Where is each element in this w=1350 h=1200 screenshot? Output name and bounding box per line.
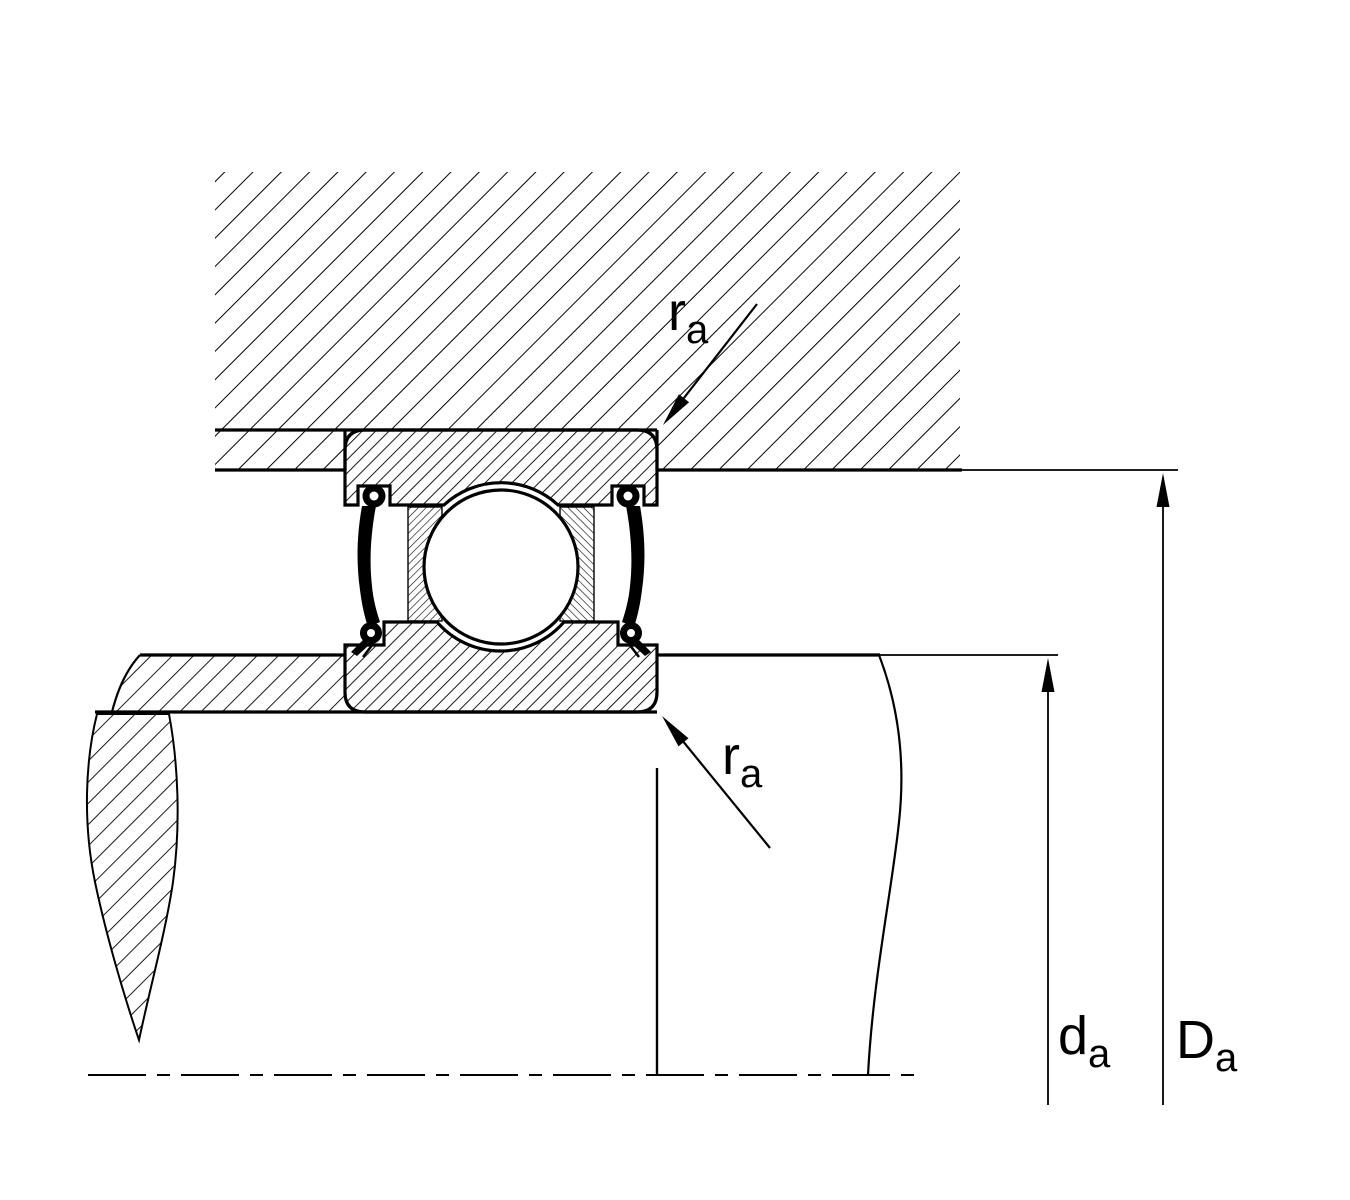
ra-bottom-leader-line [672, 728, 771, 849]
leader-ra-top: ra [663, 282, 758, 425]
Da-label: Da [1176, 1010, 1238, 1080]
seal-right [615, 483, 653, 659]
ra-bottom-label: ra [722, 726, 763, 796]
da-arrowhead [1041, 658, 1055, 692]
leader-ra-bottom: ra [662, 716, 771, 849]
ra-bottom-arrowhead [662, 716, 689, 747]
ra-top-arrowhead [663, 394, 690, 425]
shaft-section [85, 653, 1058, 1076]
seal-body [357, 506, 380, 627]
ball [422, 488, 580, 646]
seal-left [351, 484, 386, 658]
shaft-shoulder-hatch-area [112, 655, 345, 712]
da-label: da [1058, 1006, 1111, 1076]
dimension-da: da [1041, 658, 1111, 1105]
bearing-section [343, 428, 659, 714]
dimension-Da: Da [1156, 473, 1238, 1105]
seal-lip-line [362, 643, 374, 658]
seal-lip [351, 640, 369, 656]
ra-top-label: ra [668, 282, 709, 352]
housing-hatch-area [215, 172, 960, 470]
inner-ring [343, 620, 659, 714]
shaft-break-hatch-area [85, 713, 179, 1044]
shaft-shoulder-break-edge [110, 654, 141, 713]
seal-anchor-hole [369, 491, 379, 501]
Da-arrowhead [1156, 473, 1170, 507]
outer-ring [343, 428, 659, 507]
ra-top-leader-line [672, 303, 758, 413]
seal-bulb-hole [367, 629, 375, 637]
shaft-break-edge-right [866, 654, 903, 1076]
